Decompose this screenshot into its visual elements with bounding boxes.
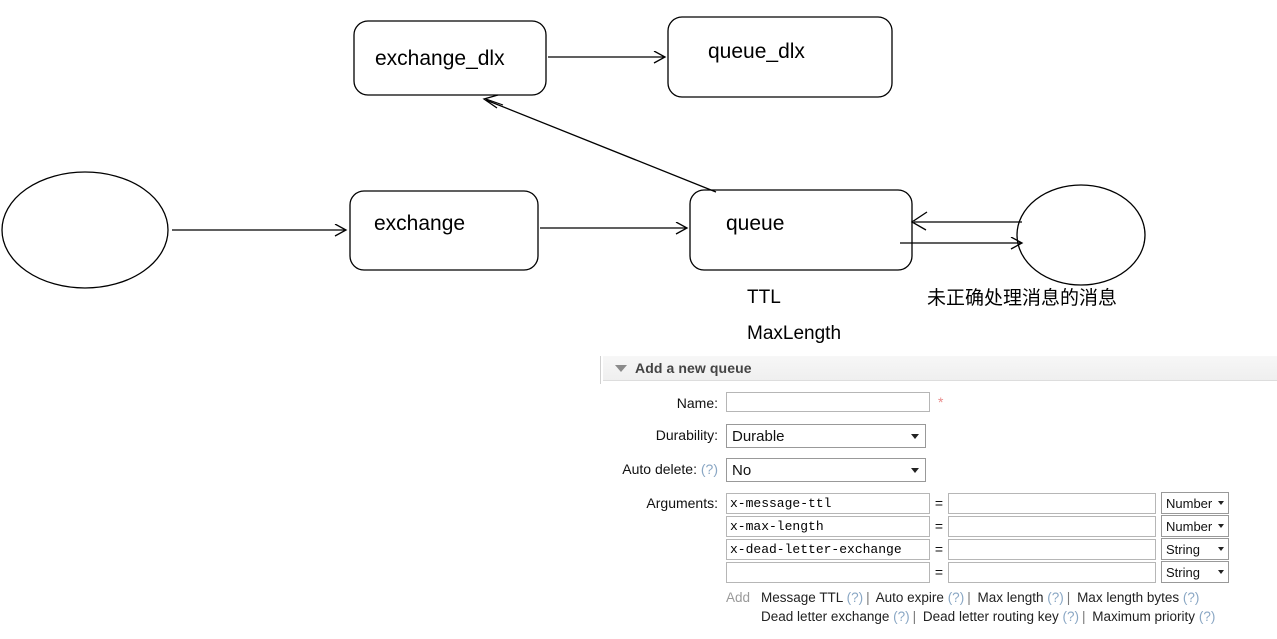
separator: | [967, 590, 971, 605]
argument-key-input[interactable] [726, 538, 930, 560]
required-marker: * [938, 394, 944, 410]
separator: | [1082, 609, 1086, 624]
arrowhead-consumer-queue [910, 211, 928, 231]
preset-maximum-priority[interactable]: Maximum priority [1092, 609, 1196, 624]
auto-delete-label: Auto delete: (?) [600, 458, 726, 480]
queue-dlx-node [667, 16, 893, 98]
separator: | [912, 609, 917, 624]
add-queue-panel: Add a new queue Name: * Durability: Dura… [600, 356, 1277, 639]
auto-delete-label-text: Auto delete: [622, 461, 697, 477]
argument-row: = Number [726, 492, 1277, 514]
annotation-maxlength: MaxLength [747, 323, 841, 344]
help-icon-auto-expire[interactable]: (?) [947, 590, 965, 605]
help-icon-max-length[interactable]: (?) [1047, 590, 1064, 605]
form-row-name: Name: * [600, 392, 1277, 414]
annotation-ttl: TTL [747, 287, 781, 308]
queue-name-input[interactable] [726, 392, 930, 412]
auto-delete-help-icon[interactable]: (?) [700, 461, 718, 477]
arrowhead-queue-exchangedlx [482, 94, 499, 109]
argument-key-input[interactable] [726, 492, 930, 514]
queue-dlx-label: queue_dlx [708, 40, 805, 63]
durability-select[interactable]: Durable [726, 424, 926, 448]
argument-row: = String [726, 538, 1277, 560]
exchange-label: exchange [374, 212, 465, 235]
argument-equals: = [934, 564, 944, 580]
arrowhead-queue-exchangedlx-2 [485, 98, 504, 106]
panel-header[interactable]: Add a new queue [603, 356, 1277, 381]
help-icon-max-length-bytes[interactable]: (?) [1182, 590, 1200, 605]
queue-form: Name: * Durability: Durable Auto delete:… [600, 392, 1277, 636]
annotation-rejected-messages: 未正确处理消息的消息 [927, 287, 1117, 309]
help-icon-dead-letter-routing-key[interactable]: (?) [1062, 609, 1080, 624]
queue-label: queue [726, 212, 784, 235]
form-row-auto-delete: Auto delete: (?) No [600, 458, 1277, 482]
durability-label: Durability: [655, 427, 718, 443]
preset-message-ttl[interactable]: Message TTL [761, 590, 843, 605]
add-argument-button[interactable]: Add [726, 590, 751, 605]
preset-dead-letter-routing-key[interactable]: Dead letter routing key [922, 609, 1059, 624]
panel-left-rule [600, 356, 601, 384]
argument-type-select[interactable]: Number [1161, 492, 1229, 514]
argument-presets: Add Message TTL (?)| Auto expire (?)| Ma… [726, 588, 1277, 626]
argument-value-input[interactable] [948, 538, 1156, 560]
architecture-diagram: exchange_dlx queue_dlx exchange queue TT… [1, 16, 1146, 344]
consumer-node [1016, 184, 1146, 286]
triangle-down-icon[interactable] [615, 364, 627, 372]
help-icon-dead-letter-exchange[interactable]: (?) [893, 609, 910, 624]
argument-value-input[interactable] [948, 492, 1156, 514]
argument-type-select[interactable]: String [1161, 561, 1229, 583]
argument-value-input[interactable] [948, 515, 1156, 537]
exchange-node [349, 190, 539, 271]
panel-title: Add a new queue [635, 360, 752, 376]
edge-queue-exchangedlx [485, 99, 717, 193]
form-row-arguments: Arguments: = Number = [600, 492, 1277, 626]
preset-max-length-bytes[interactable]: Max length bytes [1077, 590, 1180, 605]
exchange-dlx-label: exchange_dlx [375, 47, 505, 70]
argument-equals: = [934, 541, 944, 557]
help-icon-message-ttl[interactable]: (?) [846, 590, 864, 605]
argument-type-select[interactable]: String [1161, 538, 1229, 560]
form-row-durability: Durability: Durable [600, 424, 1277, 448]
queue-node [689, 189, 913, 271]
argument-type-select[interactable]: Number [1161, 515, 1229, 537]
name-label: Name: [676, 395, 718, 411]
arguments-label: Arguments: [646, 495, 718, 511]
argument-value-input[interactable] [948, 561, 1156, 583]
argument-equals: = [934, 495, 944, 511]
argument-key-input[interactable] [726, 515, 930, 537]
help-icon-maximum-priority[interactable]: (?) [1198, 609, 1216, 624]
auto-delete-select[interactable]: No [726, 458, 926, 482]
separator: | [1066, 590, 1071, 605]
separator: | [866, 590, 870, 605]
preset-dead-letter-exchange[interactable]: Dead letter exchange [761, 609, 890, 624]
argument-equals: = [934, 518, 944, 534]
producer-node [1, 171, 169, 289]
exchange-dlx-node [353, 20, 547, 96]
preset-max-length[interactable]: Max length [977, 590, 1044, 605]
argument-key-input[interactable] [726, 561, 930, 583]
preset-auto-expire[interactable]: Auto expire [875, 590, 944, 605]
argument-row: = Number [726, 515, 1277, 537]
argument-row: = String [726, 561, 1277, 583]
